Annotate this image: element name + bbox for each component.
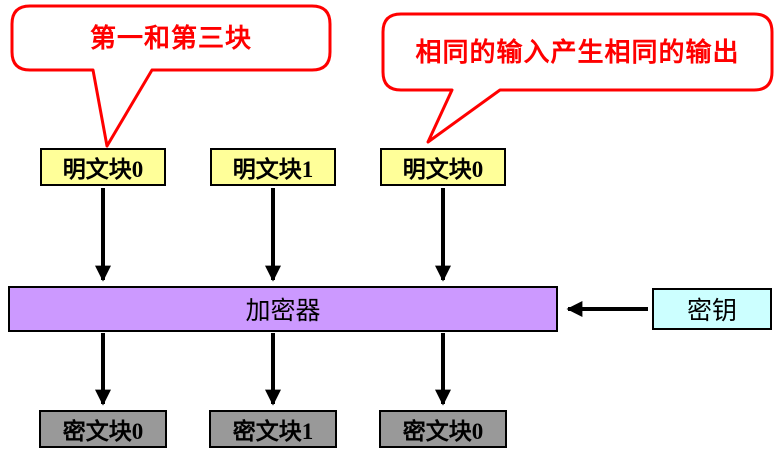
key-box: 密钥 — [652, 288, 772, 330]
plaintext-block-1: 明文块1 — [210, 148, 336, 186]
plaintext-block-0: 明文块0 — [40, 148, 166, 186]
callout-bubble-right — [381, 12, 774, 144]
plaintext-block-2: 明文块0 — [380, 148, 506, 186]
ciphertext-block-2: 密文块0 — [379, 410, 507, 448]
callout-bubble-left — [10, 4, 332, 148]
ciphertext-block-0: 密文块0 — [39, 410, 167, 448]
ciphertext-block-1: 密文块1 — [209, 410, 337, 448]
callout-text-first-and-third-block: 第一和第三块 — [89, 23, 252, 53]
encryptor-box: 加密器 — [8, 286, 558, 332]
callout-text-same-input-same-output: 相同的输入产生相同的输出 — [415, 37, 740, 67]
